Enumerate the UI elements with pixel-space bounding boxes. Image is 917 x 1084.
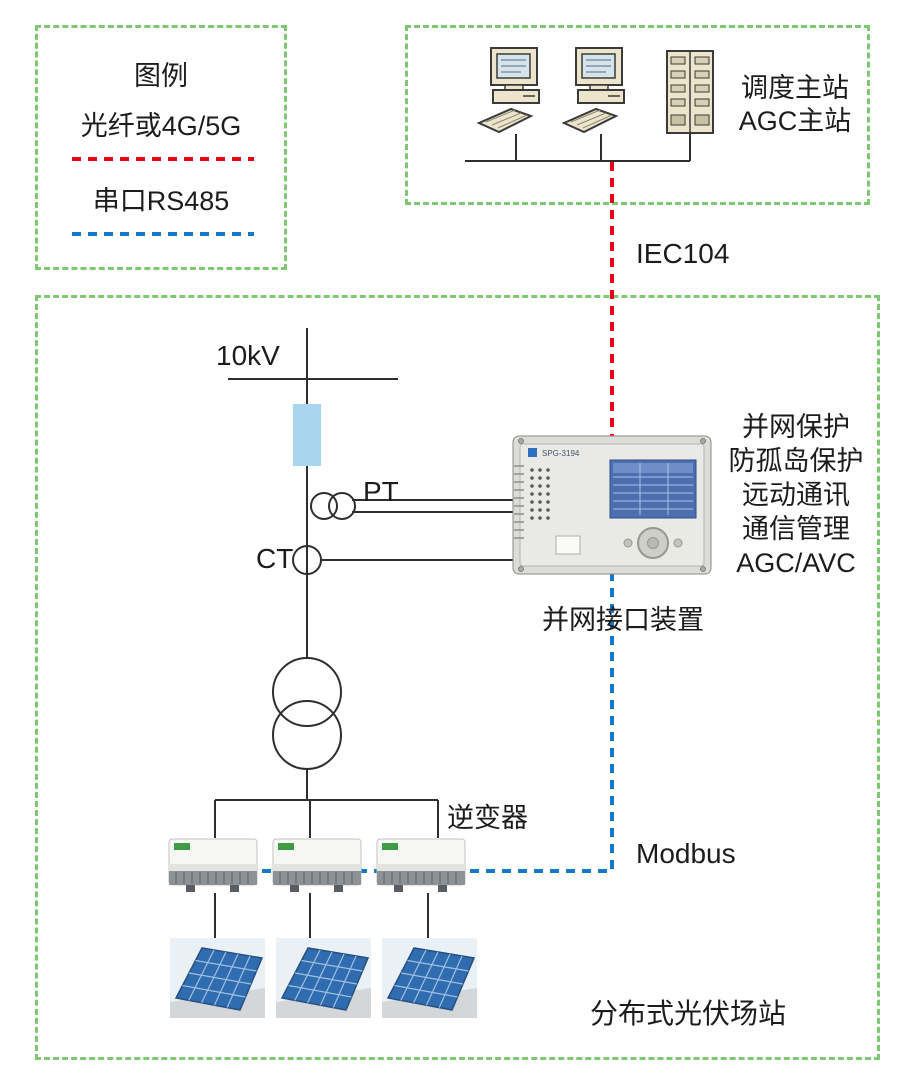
fiber-4g5g-line-swatch [72, 157, 254, 161]
master-station-label-line1: 调度主站 [741, 73, 849, 103]
inverter-logo [174, 843, 190, 850]
solar-panel-image [382, 938, 477, 1018]
inverter-logo [382, 843, 398, 850]
device-keypad [623, 527, 683, 559]
bus-voltage-label: 10kV [216, 340, 280, 371]
device-lcd-screen [609, 459, 697, 519]
solar-panel-image [276, 938, 371, 1018]
server-icon [662, 49, 718, 137]
pv-station-panel [35, 295, 880, 1060]
master-station-panel [405, 25, 870, 205]
device-caption: 并网接口装置 [542, 605, 704, 635]
device-heatsink-fins [514, 465, 524, 539]
device-function-item: 远动通讯 [742, 480, 850, 510]
device-function-item: 防孤岛保护 [728, 446, 864, 476]
inverter-label: 逆变器 [447, 803, 528, 833]
device-function-list: 并网保护 防孤岛保护 远动通讯 通信管理 AGC/AVC [712, 410, 880, 580]
inverter-unit [376, 838, 466, 893]
ct-label: CT [256, 543, 294, 574]
solar-panel-image [170, 938, 265, 1018]
inverter-logo [278, 843, 294, 850]
device-model-text: SPG-3194 [542, 449, 580, 458]
legend-title: 图例 [134, 61, 188, 91]
inverter-unit [168, 838, 258, 893]
device-function-item: 通信管理 [742, 514, 850, 544]
grid-interface-device: SPG-3194 [512, 432, 712, 578]
master-station-label: 调度主站 AGC主站 [720, 72, 870, 138]
inverter-unit [272, 838, 362, 893]
legend-rs485-label: 串口RS485 [92, 186, 230, 216]
modbus-label: Modbus [636, 838, 736, 869]
workstation-icon [561, 45, 640, 137]
legend-panel: 图例 光纤或4G/5G 串口RS485 [35, 25, 287, 270]
pt-label: PT [363, 476, 399, 507]
device-brand-logo [528, 448, 537, 457]
workstation-icon [476, 45, 555, 137]
device-function-item: AGC/AVC [736, 548, 856, 578]
device-function-item: 并网保护 [742, 412, 850, 442]
device-card-slot [555, 535, 581, 555]
device-led-grid [530, 468, 550, 520]
master-station-label-line2: AGC主站 [738, 106, 852, 136]
device-screws [518, 438, 706, 572]
rs485-line-swatch [72, 232, 254, 236]
station-label: 分布式光伏场站 [590, 998, 787, 1029]
legend-fiber-label: 光纤或4G/5G [80, 111, 242, 141]
iec104-label: IEC104 [636, 238, 730, 269]
